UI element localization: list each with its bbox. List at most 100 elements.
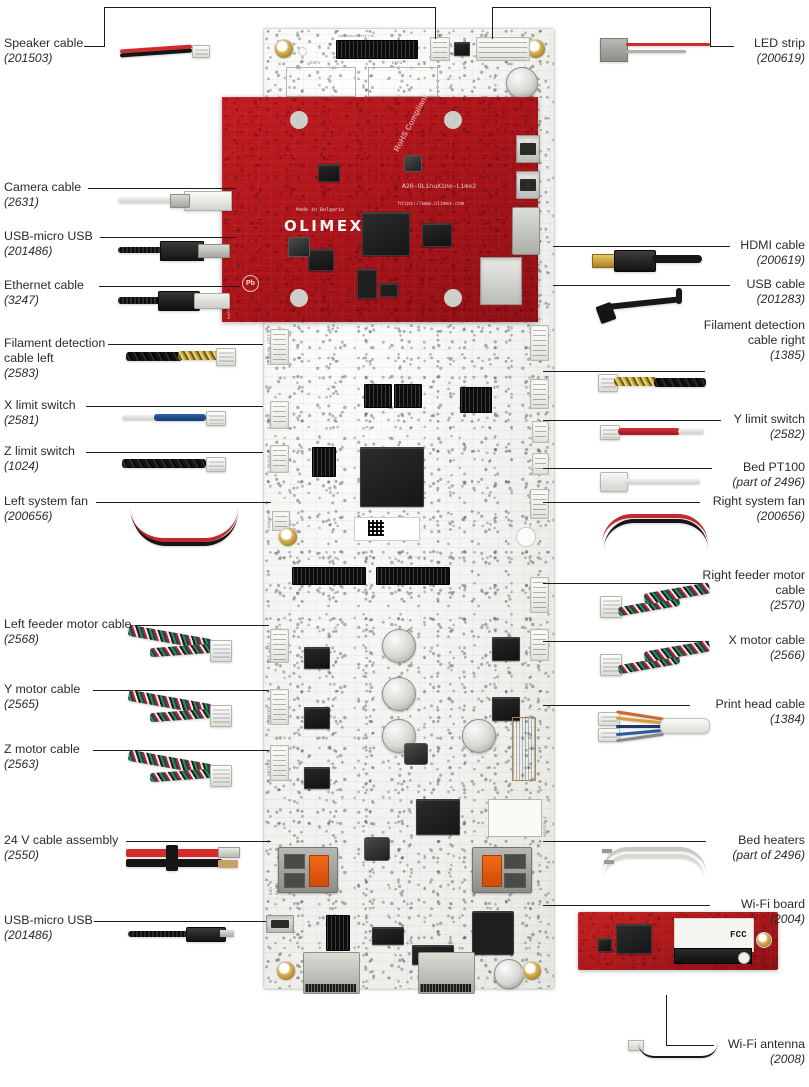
bulk-capacitor bbox=[462, 719, 496, 753]
leader-24v-cable-assembly bbox=[126, 841, 271, 842]
label-name: Right feeder motor cable bbox=[702, 568, 805, 598]
label-part-number: (200656) bbox=[756, 509, 805, 524]
bulk-capacitor bbox=[382, 677, 416, 711]
label-hdmi-cable: HDMI cable (200619) bbox=[740, 238, 805, 268]
module-mounting-hole bbox=[444, 289, 462, 307]
label-name: Filament detection cable left bbox=[4, 336, 106, 366]
label-name: Left feeder motor cable bbox=[4, 617, 132, 631]
label-part-number: (2631) bbox=[4, 195, 39, 210]
expansion-header bbox=[326, 915, 350, 951]
photo-hdmi-cable bbox=[592, 248, 702, 272]
label-name: 24 V cable assembly bbox=[4, 833, 119, 847]
power-inductor bbox=[364, 837, 390, 861]
module-part-number: A20-OLinuXino-Lime2 bbox=[402, 183, 477, 190]
leader-left-feeder-motor bbox=[130, 625, 269, 626]
wifi-mounting-pad bbox=[756, 932, 772, 948]
mounting-pad bbox=[276, 961, 296, 981]
olimex-logo: OLIMEX bbox=[284, 217, 364, 235]
label-name: Wi-Fi board bbox=[740, 897, 805, 911]
photo-y-motor-cable bbox=[127, 689, 240, 729]
mounting-pad bbox=[278, 527, 298, 547]
micro-usb-port bbox=[266, 915, 294, 933]
leader-speaker-top bbox=[104, 7, 435, 8]
pb-free-icon: Pb bbox=[242, 275, 259, 292]
leader-ethernet-cable bbox=[99, 286, 240, 287]
leader-bed-pt100 bbox=[543, 468, 712, 469]
bulk-capacitor bbox=[382, 629, 416, 663]
photo-camera-cable bbox=[118, 190, 232, 211]
label-y-motor-cable: Y motor cable (2565) bbox=[4, 682, 80, 712]
bed-output-terminal bbox=[472, 847, 532, 893]
connector-ext-right bbox=[530, 489, 549, 519]
silkscreen-ulticontroller: ULTICONTROLLER bbox=[338, 33, 375, 37]
leader-y-motor-cable bbox=[93, 690, 269, 691]
nand-flash bbox=[357, 269, 377, 299]
label-part-number: (201283) bbox=[756, 292, 805, 307]
heater-ribbon-connector bbox=[512, 717, 536, 781]
ulticontroller-header bbox=[336, 40, 418, 59]
leader-led-left bbox=[492, 7, 493, 39]
stepper-jumper-header bbox=[394, 384, 422, 408]
label-wifi-board: Wi-Fi board (2004) bbox=[741, 897, 805, 927]
leader-usb-micro-top bbox=[100, 237, 236, 238]
leader-bed-heaters bbox=[543, 841, 706, 842]
connector-bed-pt100 bbox=[532, 421, 549, 443]
photo-led-strip bbox=[600, 38, 710, 62]
leader-usb-micro-bottom bbox=[94, 921, 266, 922]
leader-led-stub bbox=[710, 46, 734, 47]
display-connector-shield-left-teeth bbox=[305, 984, 356, 992]
mounting-hole bbox=[298, 47, 307, 56]
sd-card-slot bbox=[480, 257, 522, 305]
photo-x-limit-switch bbox=[122, 410, 230, 426]
power-input-terminal bbox=[278, 847, 338, 893]
power-inductor bbox=[288, 237, 310, 257]
module-origin: Made in Bulgaria bbox=[296, 207, 345, 213]
label-name: Ethernet cable bbox=[4, 278, 84, 292]
qr-code bbox=[368, 520, 384, 536]
logic-chip bbox=[372, 927, 404, 945]
label-name: LED strip bbox=[754, 36, 805, 50]
ram-chip bbox=[422, 223, 452, 247]
label-name: Bed PT100 bbox=[743, 460, 805, 474]
leader-filament-right bbox=[543, 371, 705, 372]
oscillator bbox=[380, 283, 398, 297]
wifi-smd bbox=[598, 938, 612, 952]
photo-bed-heaters bbox=[598, 845, 710, 875]
label-left-system-fan: Left system fan (200656) bbox=[4, 494, 88, 524]
stepper-driver bbox=[304, 767, 330, 789]
label-filament-detection-left: Filament detection cable left (2583) bbox=[4, 336, 108, 381]
regulator-chip bbox=[318, 164, 340, 182]
photo-x-motor-cable bbox=[600, 640, 712, 680]
label-bed-heaters: Bed heaters (part of 2496) bbox=[732, 833, 805, 863]
leader-filament-left bbox=[108, 344, 263, 345]
photo-usb-micro-top bbox=[118, 240, 230, 261]
photo-print-head-cable bbox=[598, 708, 710, 748]
label-bed-pt100: Bed PT100 (part of 2496) bbox=[732, 460, 805, 490]
photo-speaker-cable bbox=[119, 44, 220, 58]
module-url: https://www.olimex.com bbox=[398, 201, 465, 207]
label-name: Y motor cable bbox=[4, 682, 81, 696]
leader-speaker-stub bbox=[84, 46, 105, 47]
leader-x-limit-switch bbox=[86, 406, 263, 407]
label-filament-detection-right: Filament detection cable right (1385) bbox=[687, 318, 805, 363]
label-x-motor-cable: X motor cable (2566) bbox=[729, 633, 805, 663]
label-z-motor-cable: Z motor cable (2563) bbox=[4, 742, 80, 772]
electrolytic-capacitor bbox=[506, 67, 538, 99]
photo-y-limit-switch bbox=[600, 424, 708, 440]
mounting-pad bbox=[274, 39, 294, 59]
electrolytic-capacitor bbox=[494, 959, 524, 989]
label-part-number: (part of 2496) bbox=[732, 848, 805, 863]
connector-f-flow-right bbox=[530, 325, 549, 361]
wifi-shield-can bbox=[674, 948, 752, 964]
label-wifi-antenna: Wi-Fi antenna (2008) bbox=[728, 1037, 805, 1067]
label-name: Bed heaters bbox=[738, 833, 805, 847]
label-z-limit-switch: Z limit switch (1024) bbox=[4, 444, 75, 474]
label-name: Y limit switch bbox=[733, 412, 805, 426]
photo-ethernet-cable bbox=[118, 289, 230, 311]
label-part-number: (1384) bbox=[770, 712, 805, 727]
label-right-feeder-motor-cable: Right feeder motor cable (2570) bbox=[701, 568, 805, 613]
driver-chip bbox=[492, 637, 520, 661]
label-part-number: (201486) bbox=[4, 928, 53, 943]
label-name: X limit switch bbox=[4, 398, 76, 412]
label-part-number: (1024) bbox=[4, 459, 39, 474]
